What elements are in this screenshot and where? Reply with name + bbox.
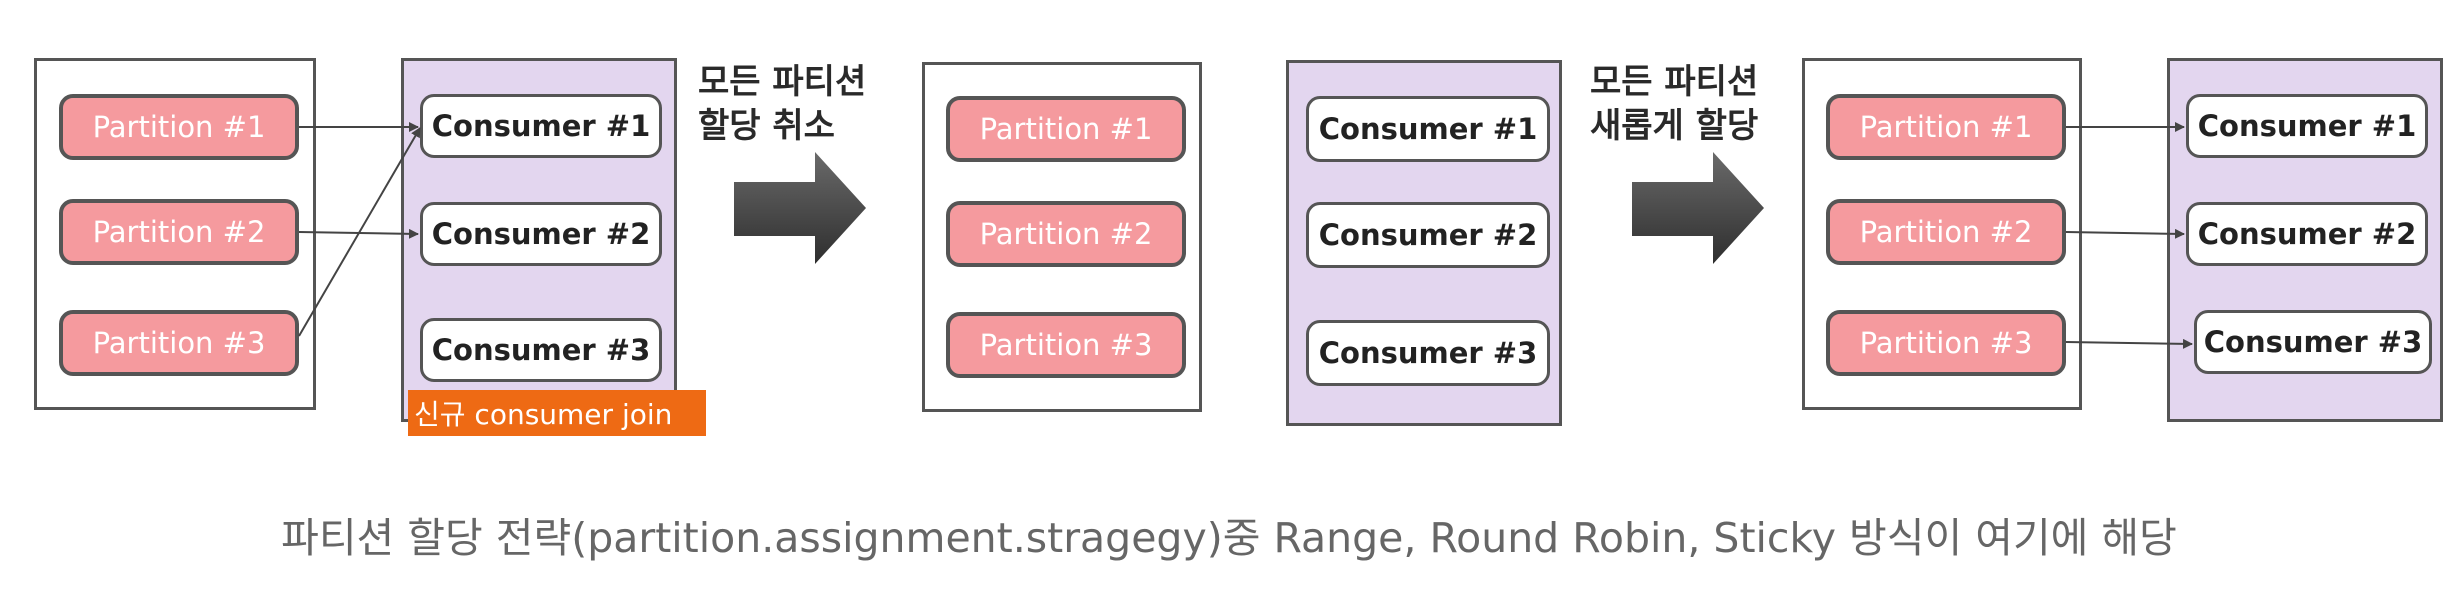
stage3-consumer-1: Consumer #1 bbox=[2186, 94, 2428, 158]
stage3-consumer-2: Consumer #2 bbox=[2186, 202, 2428, 266]
stage3-partition-2: Partition #2 bbox=[1826, 199, 2066, 265]
stage3-consumer-3: Consumer #3 bbox=[2194, 310, 2432, 374]
stage1-consumer-3: Consumer #3 bbox=[420, 318, 662, 382]
step1-big-arrow bbox=[734, 152, 866, 264]
stage1-consumer-1: Consumer #1 bbox=[420, 94, 662, 158]
stage3-arrow-p2-c2 bbox=[2065, 228, 2185, 239]
stage3-arrow-p3-c3 bbox=[2065, 338, 2193, 349]
step1-label: 모든 파티션 할당 취소 bbox=[698, 60, 866, 148]
stage1-arrow-p3-c1 bbox=[298, 127, 421, 337]
stage2-consumer-1: Consumer #1 bbox=[1306, 96, 1550, 162]
new-consumer-join-tag: 신규 consumer join bbox=[408, 390, 706, 436]
stage1-partition-1: Partition #1 bbox=[59, 94, 299, 160]
stage1-partition-2: Partition #2 bbox=[59, 199, 299, 265]
stage2-consumer-3: Consumer #3 bbox=[1306, 320, 1550, 386]
stage3-partition-3: Partition #3 bbox=[1826, 310, 2066, 376]
stage1-partition-3: Partition #3 bbox=[59, 310, 299, 376]
step2-label-line1: 모든 파티션 bbox=[1590, 62, 1759, 102]
stage1-consumer-2: Consumer #2 bbox=[420, 202, 662, 266]
step2-label-line2: 새롭게 할당 bbox=[1590, 106, 1759, 146]
stage2-partition-1: Partition #1 bbox=[946, 96, 1186, 162]
step1-label-line1: 모든 파티션 bbox=[698, 62, 867, 102]
stage3-partition-1: Partition #1 bbox=[1826, 94, 2066, 160]
step2-big-arrow bbox=[1632, 152, 1764, 264]
stage2-partition-2: Partition #2 bbox=[946, 201, 1186, 267]
step1-label-line2: 할당 취소 bbox=[698, 106, 835, 146]
caption: 파티션 할당 전략(partition.assignment.stragegy)… bbox=[281, 514, 2177, 562]
stage2-consumer-2: Consumer #2 bbox=[1306, 202, 1550, 268]
step2-label: 모든 파티션 새롭게 할당 bbox=[1590, 60, 1758, 148]
stage2-partition-3: Partition #3 bbox=[946, 312, 1186, 378]
